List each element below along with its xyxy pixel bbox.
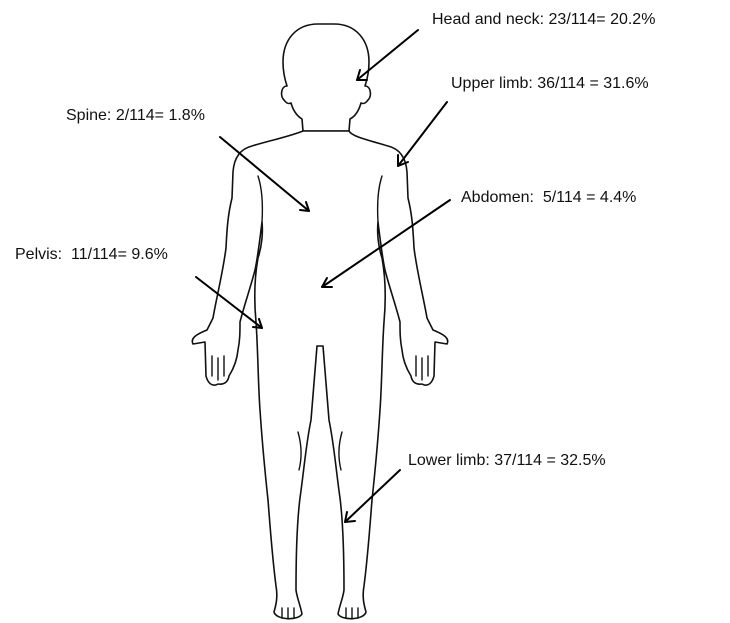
upper-limb-arrow [398,102,447,166]
pelvis-label: Pelvis: 11/114= 9.6% [15,245,168,265]
head-neck-label: Head and neck: 23/114= 20.2% [432,10,655,30]
torso-arms-legs [192,131,447,619]
lower-limb-label: Lower limb: 37/114 = 32.5% [408,451,606,471]
upper-limb-label: Upper limb: 36/114 = 31.6% [451,74,649,94]
spine-label: Spine: 2/114= 1.8% [66,106,205,126]
body-silhouette [192,24,447,619]
abdomen-label: Abdomen: 5/114 = 4.4% [461,188,636,208]
